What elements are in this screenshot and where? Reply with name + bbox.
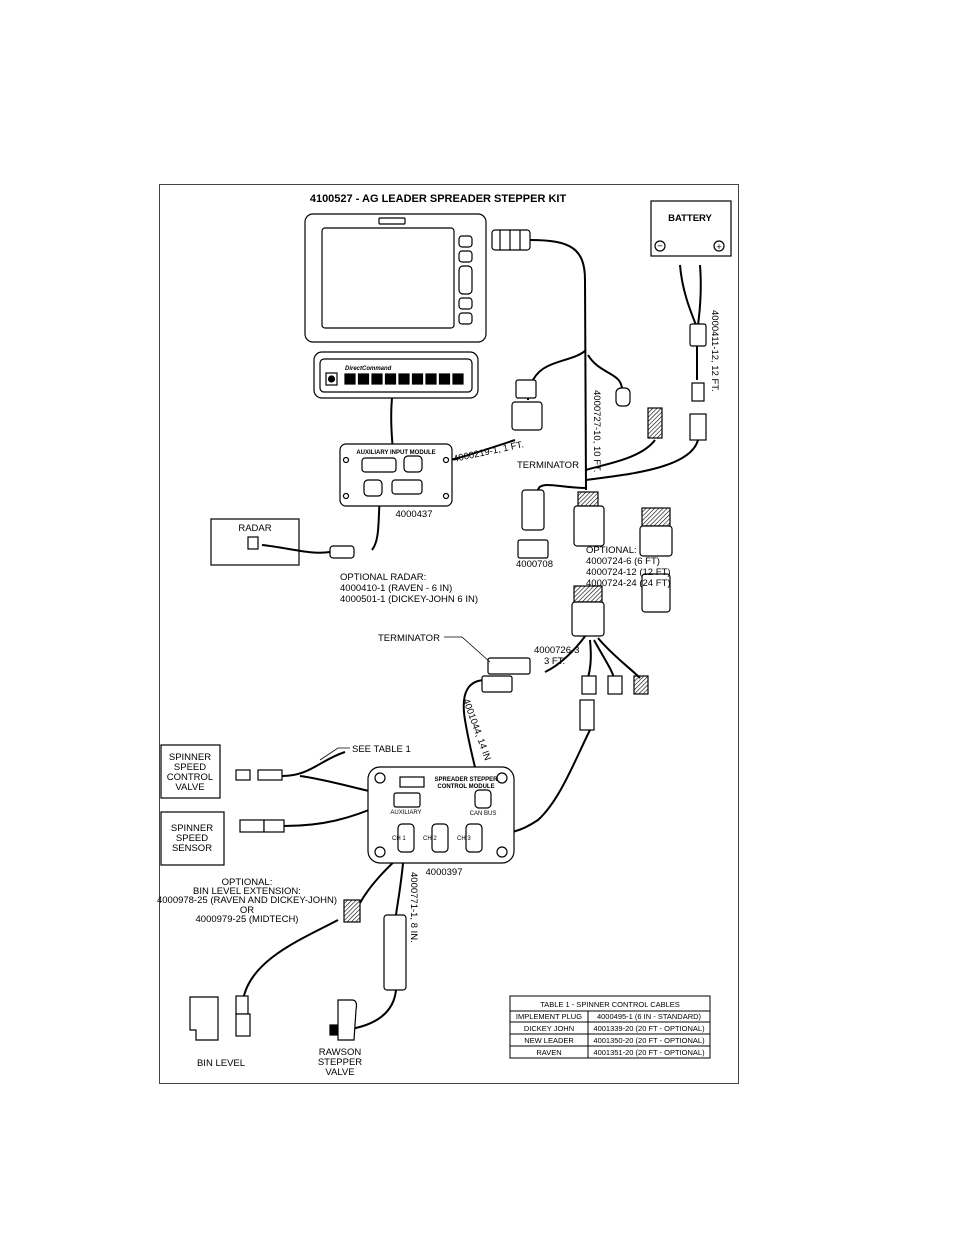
dc-port (438, 373, 451, 385)
table-cell-name: DICKEY JOHN (524, 1024, 574, 1033)
connectors (235, 229, 707, 1037)
table-1-title: TABLE 1 - SPINNER CONTROL CABLES (540, 1000, 680, 1009)
dc-port (411, 373, 424, 385)
svg-text:CONTROL: CONTROL (167, 772, 213, 783)
table-cell-part: 4000495-1 (6 IN - STANDARD) (597, 1012, 702, 1021)
table-cell-part: 4001339-20 (20 FT - OPTIONAL) (593, 1024, 705, 1033)
aux-input-module (339, 443, 453, 507)
spinner-valve-box (160, 744, 221, 799)
radar-optional: OPTIONAL RADAR: 4000410-1 (RAVEN - 6 IN)… (340, 572, 478, 605)
direct-command-module (313, 351, 479, 399)
control-module-ch1: CH 1 (392, 836, 406, 842)
svg-text:4000501-1 (DICKEY-JOHN 6 IN): 4000501-1 (DICKEY-JOHN 6 IN) (340, 594, 478, 605)
svg-text:4000724-24 (24 FT): 4000724-24 (24 FT) (586, 578, 671, 589)
svg-text:VALVE: VALVE (175, 782, 204, 793)
rawson-valve (337, 999, 358, 1041)
table-cell-name: RAVEN (536, 1048, 561, 1057)
battery-label: BATTERY (668, 213, 712, 224)
spinner-sensor-label: SPINNER SPEED SENSOR (171, 823, 213, 854)
optional-extension-label: OPTIONAL: 4000724-6 (6 FT) 4000724-12 (1… (586, 545, 671, 589)
table-cell-name: IMPLEMENT PLUG (516, 1012, 582, 1021)
see-table-leader (319, 747, 350, 761)
see-table-label: SEE TABLE 1 (352, 744, 411, 755)
spinner-valve-label: SPINNER SPEED CONTROL VALVE (167, 752, 213, 793)
svg-text:4000724-6 (6 FT): 4000724-6 (6 FT) (586, 556, 660, 567)
dc-port (357, 373, 370, 385)
cable-4000411-label: 4000411-12, 12 FT. (709, 310, 720, 392)
svg-text:OPTIONAL:: OPTIONAL: (222, 877, 273, 888)
svg-text:4000978-25 (RAVEN AND DICKEY-J: 4000978-25 (RAVEN AND DICKEY-JOHN) (157, 895, 337, 906)
table-cell-part: 4001351-20 (20 FT - OPTIONAL) (593, 1048, 705, 1057)
control-module-can: CAN BUS (470, 811, 497, 817)
control-module-header: SPREADER STEPPER (434, 777, 498, 783)
control-module-ch2: CH 2 (423, 836, 437, 842)
table-cell-name: NEW LEADER (524, 1036, 574, 1045)
dc-port (452, 373, 464, 385)
rawson-label: RAWSON STEPPER VALVE (318, 1047, 362, 1078)
svg-text:SENSOR: SENSOR (172, 843, 212, 854)
svg-text:SPINNER: SPINNER (171, 823, 213, 834)
control-module-part: 4000397 (426, 867, 463, 878)
control-module-aux: AUXILIARY (390, 810, 421, 816)
svg-text:SPINNER: SPINNER (169, 752, 211, 763)
dc-port (371, 373, 383, 385)
radar-label: RADAR (238, 523, 271, 534)
svg-text:OPTIONAL:: OPTIONAL: (586, 545, 637, 556)
svg-text:4000724-12 (12 FT): 4000724-12 (12 FT) (586, 567, 671, 578)
svg-text:OR: OR (240, 905, 254, 916)
svg-text:4000410-1 (RAVEN - 6 IN): 4000410-1 (RAVEN - 6 IN) (340, 583, 452, 594)
battery (650, 200, 732, 257)
aux-module-part: 4000437 (396, 509, 433, 520)
control-module (367, 766, 515, 864)
bin-optional-label: OPTIONAL: BIN LEVEL EXTENSION: 4000978-2… (157, 877, 337, 925)
svg-text:VALVE: VALVE (325, 1067, 354, 1078)
diagram-title: 4100527 - AG LEADER SPREADER STEPPER KIT (310, 193, 567, 205)
radar-box (210, 518, 300, 566)
battery-pos-icon: + (716, 242, 722, 253)
cable-4000219-label: 4000219-1, 1 FT. (452, 439, 525, 465)
dc-port (398, 373, 410, 385)
svg-text:4000979-25 (MIDTECH): 4000979-25 (MIDTECH) (196, 914, 299, 925)
direct-command-label: DirectCommand (345, 366, 392, 372)
wiring (242, 239, 702, 1031)
svg-text:SPEED: SPEED (174, 762, 206, 773)
battery-neg-icon: − (657, 241, 663, 252)
svg-text:BIN LEVEL EXTENSION:: BIN LEVEL EXTENSION: (193, 886, 301, 897)
bin-level-sensor (189, 996, 219, 1041)
cable-4000727-label: 4000727-10, 10 FT. (591, 390, 602, 472)
dc-port (425, 373, 437, 385)
cable-4000726-label: 4000726-3 (534, 645, 579, 656)
part-4000708: 4000708 (516, 559, 553, 570)
terminator-top-label: TERMINATOR (517, 460, 579, 471)
terminator-mid-label: TERMINATOR (378, 633, 440, 644)
svg-text:RAWSON: RAWSON (319, 1047, 362, 1058)
table-cell-part: 4001350-20 (20 FT - OPTIONAL) (593, 1036, 705, 1045)
control-module-header-2: CONTROL MODULE (437, 784, 494, 790)
svg-text:STEPPER: STEPPER (318, 1057, 362, 1068)
cable-4000771-label: 4000771-1, 8 IN. (408, 872, 419, 943)
diagram-frame (159, 184, 739, 1084)
cable-4000726-length: 3 FT. (544, 656, 565, 667)
dc-port (344, 373, 356, 385)
bin-level-label: BIN LEVEL (197, 1058, 245, 1069)
control-module-ch3: CH 3 (457, 836, 471, 842)
aux-module-header: AUXILIARY INPUT MODULE (356, 450, 435, 456)
dc-port (384, 373, 397, 385)
svg-text:OPTIONAL RADAR:: OPTIONAL RADAR: (340, 572, 426, 583)
spinner-sensor-box (160, 811, 225, 866)
terminator-leader (444, 636, 491, 663)
svg-text:SPEED: SPEED (176, 833, 208, 844)
cable-4001044-label: 4001044, 14 IN (460, 697, 493, 762)
display-unit (304, 213, 487, 343)
table-1 (509, 995, 711, 1059)
